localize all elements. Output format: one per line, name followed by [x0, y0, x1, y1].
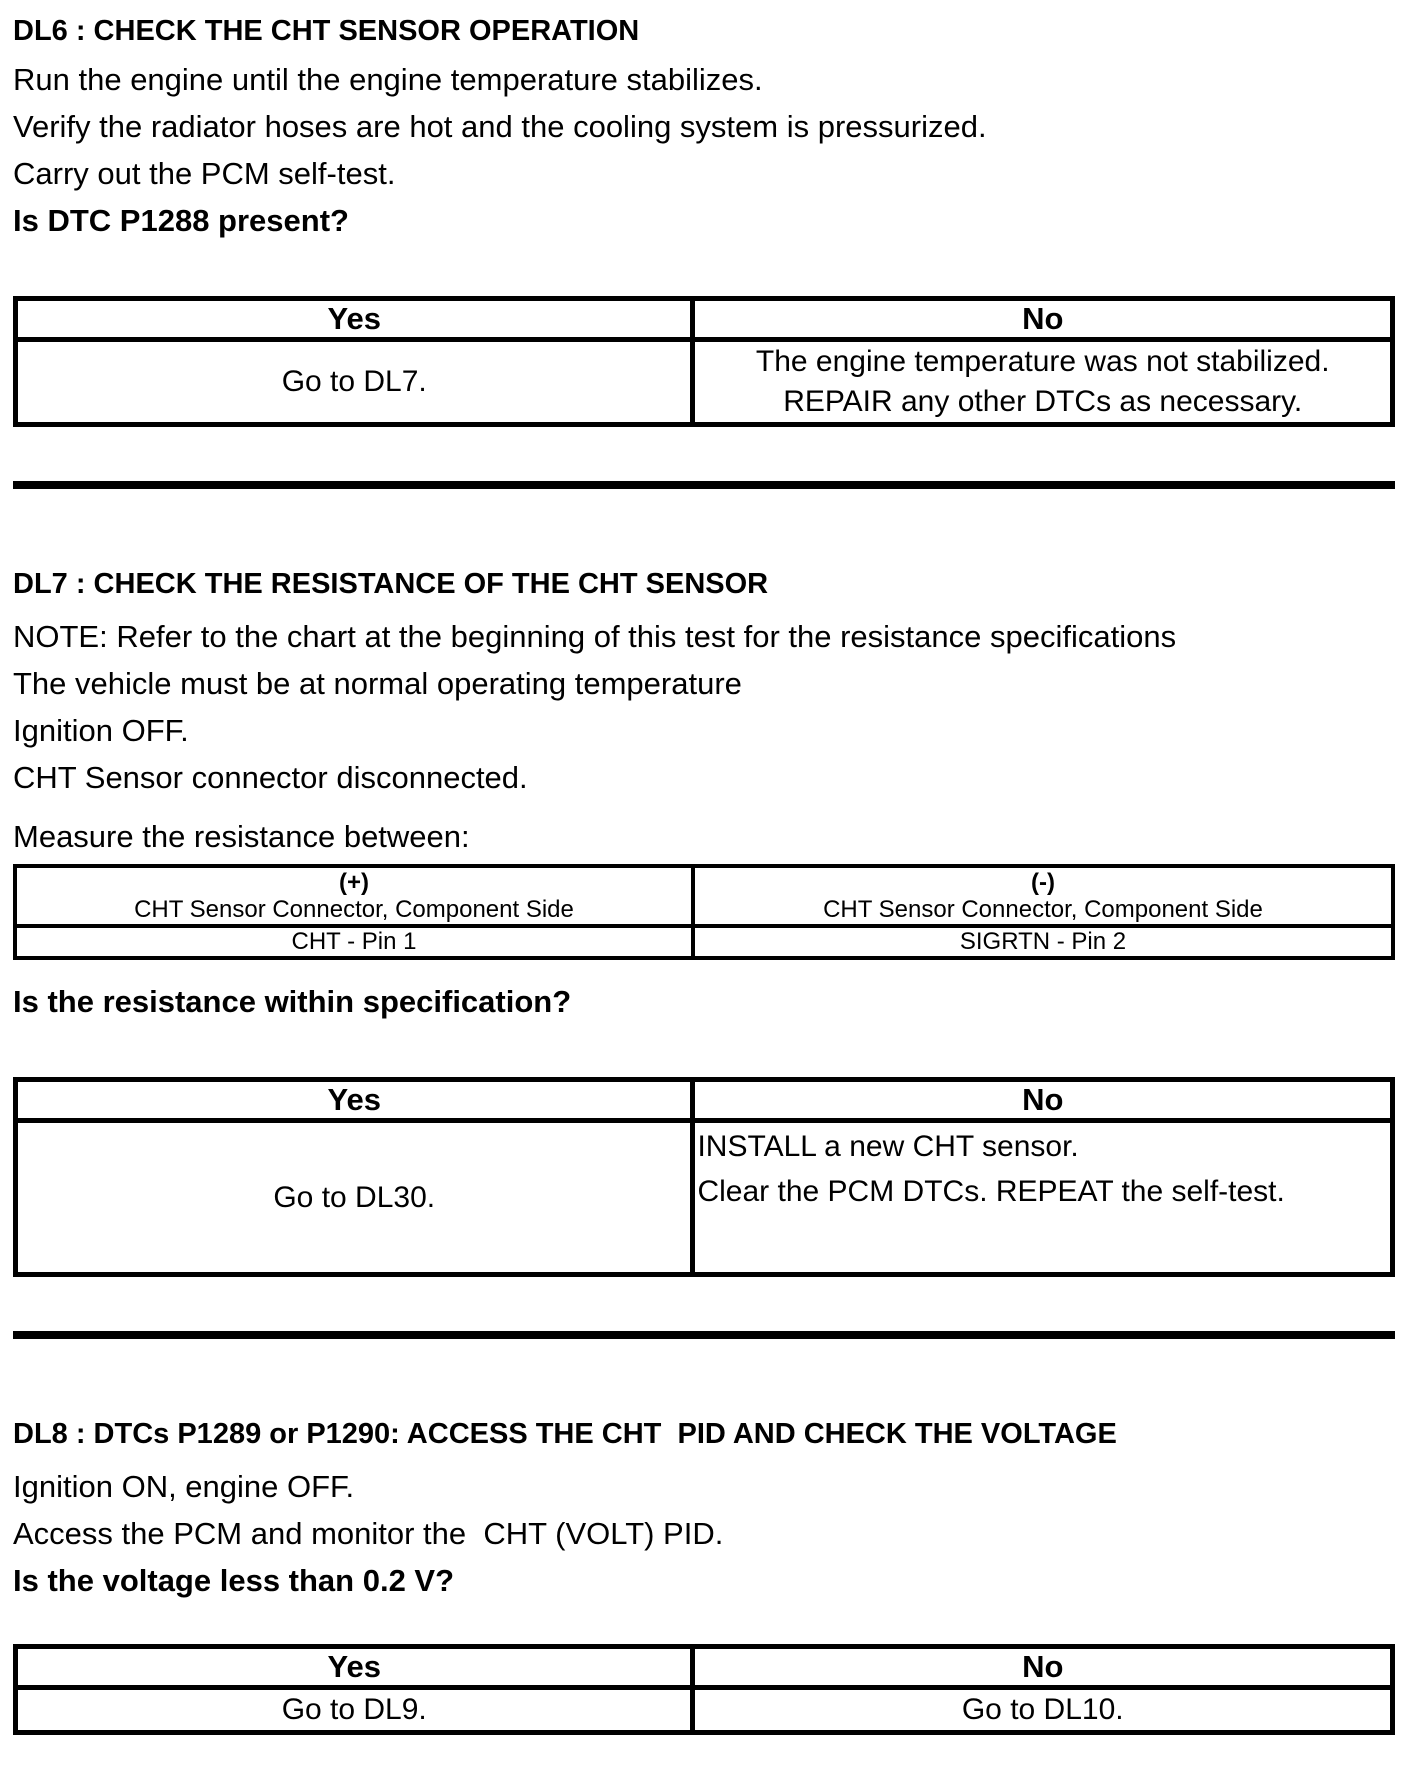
yes-column-header: Yes	[12, 1077, 696, 1123]
dl7-instruction-line: CHT Sensor connector disconnected.	[13, 760, 528, 795]
dl6-question-line: Is DTC P1288 present?	[13, 203, 349, 238]
table-row: Go to DL30. INSTALL a new CHT sensor. Cl…	[12, 1118, 1395, 1277]
dl7-no-action-line: Clear the PCM DTCs. REPEAT the self-test…	[697, 1175, 1285, 1208]
positive-terminal-header: (+) CHT Sensor Connector, Component Side	[13, 864, 695, 928]
negative-terminal-label: CHT Sensor Connector, Component Side	[823, 896, 1263, 923]
dl7-instruction-line: Ignition OFF.	[13, 713, 189, 748]
section-dl6-heading: DL6 : CHECK THE CHT SENSOR OPERATION	[13, 15, 640, 47]
no-column-header: No	[690, 1644, 1395, 1690]
dl8-instruction-line: Ignition ON, engine OFF.	[13, 1469, 355, 1504]
dl6-no-action-line: REPAIR any other DTCs as necessary.	[783, 385, 1303, 418]
positive-terminal-label: CHT Sensor Connector, Component Side	[134, 896, 574, 923]
dl6-instruction-line: Run the engine until the engine temperat…	[13, 62, 763, 97]
table-header-row: Yes No	[12, 1077, 1395, 1123]
section-dl6: DL6 : CHECK THE CHT SENSOR OPERATION Run…	[12, 14, 1395, 427]
section-dl8: DL8 : DTCs P1289 or P1290: ACCESS THE CH…	[12, 1417, 1395, 1735]
negative-terminal-header: (-) CHT Sensor Connector, Component Side	[690, 864, 1396, 928]
pin-table-header-row: (+) CHT Sensor Connector, Component Side…	[13, 864, 1396, 928]
section-dl8-heading: DL8 : DTCs P1289 or P1290: ACCESS THE CH…	[13, 1418, 1117, 1450]
dl6-decision-table: Yes No Go to DL7. The engine temperature…	[12, 296, 1395, 427]
positive-symbol: (+)	[338, 869, 369, 896]
negative-symbol: (-)	[1030, 869, 1055, 896]
dl8-decision-table: Yes No Go to DL9. Go to DL10.	[12, 1644, 1395, 1735]
section-dl7-heading: DL7 : CHECK THE RESISTANCE OF THE CHT SE…	[13, 568, 769, 600]
dl6-no-action-cell: The engine temperature was not stabilize…	[690, 337, 1395, 427]
negative-pin-cell: SIGRTN - Pin 2	[690, 924, 1396, 960]
positive-pin-cell: CHT - Pin 1	[13, 924, 695, 960]
dl7-no-action-line: INSTALL a new CHT sensor.	[697, 1130, 1079, 1163]
section-dl7: DL7 : CHECK THE RESISTANCE OF THE CHT SE…	[12, 567, 1396, 1277]
table-header-row: Yes No	[12, 1644, 1395, 1690]
dl6-instruction-line: Carry out the PCM self-test.	[13, 156, 396, 191]
dl7-instruction-line: The vehicle must be at normal operating …	[13, 666, 742, 701]
table-row: Go to DL7. The engine temperature was no…	[12, 337, 1395, 427]
dl7-question-line: Is the resistance within specification?	[13, 984, 572, 1019]
dl7-decision-table: Yes No Go to DL30. INSTALL a new CHT sen…	[12, 1077, 1395, 1277]
dl7-no-action-cell: INSTALL a new CHT sensor. Clear the PCM …	[690, 1118, 1395, 1277]
dl6-instruction-line: Verify the radiator hoses are hot and th…	[13, 109, 987, 144]
section-divider-rule	[13, 481, 1395, 489]
table-header-row: Yes No	[12, 296, 1395, 342]
dl6-yes-action-cell: Go to DL7.	[12, 337, 696, 427]
dl8-question-line: Is the voltage less than 0.2 V?	[13, 1563, 455, 1598]
dl6-no-action-line: The engine temperature was not stabilize…	[755, 345, 1330, 378]
dl7-note-line: NOTE: Refer to the chart at the beginnin…	[13, 619, 1177, 654]
yes-column-header: Yes	[12, 1644, 696, 1690]
dl7-pin-table: (+) CHT Sensor Connector, Component Side…	[13, 864, 1396, 960]
dl7-measure-line: Measure the resistance between:	[13, 819, 470, 854]
section-divider-rule	[13, 1331, 1395, 1339]
dl8-no-action-cell: Go to DL10.	[690, 1685, 1395, 1735]
pin-table-row: CHT - Pin 1 SIGRTN - Pin 2	[13, 924, 1396, 960]
dl7-yes-action-cell: Go to DL30.	[12, 1118, 696, 1277]
no-column-header: No	[690, 1077, 1395, 1123]
no-column-header: No	[690, 296, 1395, 342]
dl8-yes-action-cell: Go to DL9.	[12, 1685, 696, 1735]
yes-column-header: Yes	[12, 296, 696, 342]
dl8-instruction-line: Access the PCM and monitor the CHT (VOLT…	[13, 1516, 724, 1551]
table-row: Go to DL9. Go to DL10.	[12, 1685, 1395, 1735]
